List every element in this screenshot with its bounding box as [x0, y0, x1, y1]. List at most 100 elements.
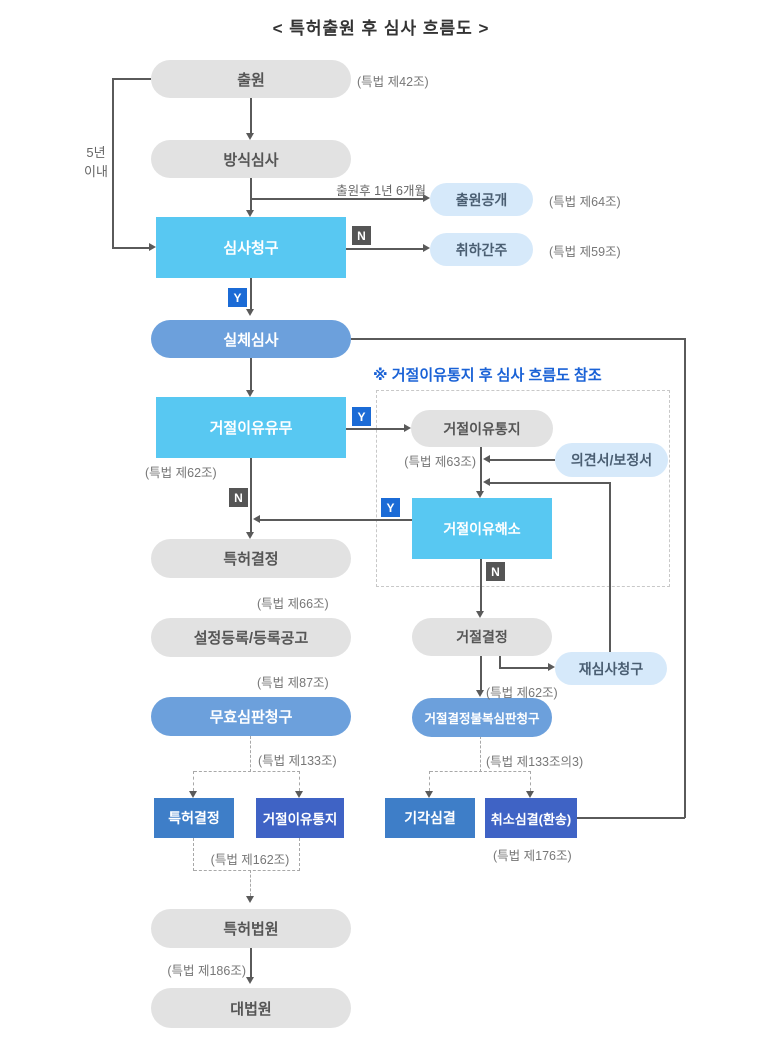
connector-examrequest-substantive [250, 278, 252, 309]
law-label-art64: (특법 제64조) [549, 195, 621, 209]
law-label-art186: (특법 제186조) [167, 964, 246, 978]
dashed-to-trial-patent-decision [193, 771, 194, 791]
node-reexamination-request: 재심사청구 [555, 652, 667, 685]
yes-badge: Y [381, 498, 400, 517]
reference-note: ※ 거절이유통지 후 심사 흐름도 참조 [373, 367, 602, 384]
node-trial-rejection-notice: 거절이유통지 [256, 798, 344, 838]
yes-badge: Y [352, 407, 371, 426]
connector-substantive-rejectioncheck [250, 358, 252, 390]
arrowhead [246, 532, 254, 539]
connector-formality-examrequest [250, 178, 252, 210]
arrowhead [295, 791, 303, 798]
no-badge: N [352, 226, 371, 245]
law-label-art63: (특법 제63조) [404, 455, 476, 469]
node-appeal-against-rejection: 거절결정불복심판청구 [412, 698, 552, 737]
arrowhead [425, 791, 433, 798]
edge-label-after-18-months: 출원후 1년 6개월 [336, 184, 426, 198]
node-withdrawal-deemed: 취하간주 [430, 233, 533, 266]
node-rejection-decision: 거절결정 [412, 618, 552, 656]
arrowhead [246, 896, 254, 903]
dashed-to-trial-rejection-notice [299, 771, 300, 791]
node-formality-exam: 방식심사 [151, 140, 351, 178]
connector-yes-rejectionnotice [346, 428, 404, 430]
arrowhead [423, 244, 430, 252]
node-patent-decision: 특허결정 [151, 539, 351, 578]
connector-rejection-appeal [480, 656, 482, 690]
node-rejection-notice: 거절이유통지 [411, 410, 553, 447]
node-substantive-exam: 실체심사 [151, 320, 351, 358]
dashed-join-right [299, 838, 300, 871]
dashed-appeal-stem [480, 736, 481, 772]
connector-no-patentdecision [250, 458, 252, 532]
law-label-art133: (특법 제133조) [258, 754, 337, 768]
node-invalidation-trial-request: 무효심판청구 [151, 697, 351, 736]
node-exam-request: 심사청구 [156, 217, 346, 278]
dashed-to-patentcourt [250, 870, 251, 896]
law-label-art162: (특법 제162조) [210, 853, 290, 867]
connector-rejection-reexam-elbow-h [499, 667, 548, 669]
reference-dashed-box [376, 390, 670, 587]
law-label-art59: (특법 제59조) [549, 245, 621, 259]
node-revocation-decision: 취소심결(환송) [485, 798, 577, 838]
connector-resolved-return [260, 519, 412, 521]
connector-publication-branch [250, 198, 424, 200]
connector-withdrawal-branch [346, 248, 423, 250]
connector-5yr-top [113, 78, 151, 80]
arrowhead [483, 455, 490, 463]
arrowhead [476, 690, 484, 697]
node-publication: 출원공개 [430, 183, 533, 216]
connector-resolved-rejectiondecision [480, 559, 482, 611]
dashed-join-left [193, 838, 194, 871]
arrowhead [476, 611, 484, 618]
node-dismissal-decision: 기각심결 [385, 798, 475, 838]
arrowhead [253, 515, 260, 523]
connector-rejection-reexam-elbow-v [499, 656, 501, 668]
yes-badge: Y [228, 288, 247, 307]
law-label-art87: (특법 제87조) [257, 676, 329, 690]
connector-reexam-riser [609, 482, 611, 652]
connector-remand-loop-bottom [577, 817, 685, 819]
no-badge: N [486, 562, 505, 581]
connector-5yr-vertical [112, 78, 114, 248]
law-label-art66: (특법 제66조) [257, 597, 329, 611]
law-label-art133-3: (특법 제133조의3) [486, 755, 584, 769]
edge-label-within-5-years: 5년 이내 [84, 145, 108, 179]
dashed-join-bottom [194, 870, 300, 871]
node-trial-patent-decision: 특허결정 [154, 798, 234, 838]
node-registration-publication: 설정등록/등록공고 [151, 618, 351, 657]
dashed-invalidation-split [194, 771, 300, 772]
node-rejection-ground-check: 거절이유유무 [156, 397, 346, 458]
dashed-to-revocation [530, 771, 531, 791]
arrowhead [404, 424, 411, 432]
arrowhead [246, 133, 254, 140]
arrowhead [483, 478, 490, 486]
connector-application-formality [250, 98, 252, 133]
connector-opinion-merge [490, 459, 555, 461]
node-patent-court: 특허법원 [151, 909, 351, 948]
law-label-art42: (특법 제42조) [357, 75, 429, 89]
connector-remand-loop-top [351, 338, 685, 340]
arrowhead [189, 791, 197, 798]
connector-remand-loop-right [684, 338, 686, 818]
arrowhead [246, 309, 254, 316]
dashed-to-dismissal [429, 771, 430, 791]
node-supreme-court: 대법원 [151, 988, 351, 1028]
node-rejection-resolved: 거절이유해소 [412, 498, 552, 559]
law-label-art176: (특법 제176조) [493, 849, 572, 863]
connector-5yr-bottom [112, 247, 149, 249]
node-application: 출원 [151, 60, 351, 98]
connector-reexam-merge [490, 482, 610, 484]
arrowhead [246, 210, 254, 217]
connector-patentcourt-supremecourt [250, 948, 252, 977]
arrowhead [423, 194, 430, 202]
no-badge: N [229, 488, 248, 507]
node-opinion-amendment: 의견서/보정서 [555, 443, 668, 477]
arrowhead [526, 791, 534, 798]
law-label-art62: (특법 제62조) [145, 466, 217, 480]
connector-notice-resolved [480, 447, 482, 491]
arrowhead [246, 390, 254, 397]
arrowhead [548, 663, 555, 671]
arrowhead [246, 977, 254, 984]
dashed-invalidation-stem [250, 736, 251, 772]
